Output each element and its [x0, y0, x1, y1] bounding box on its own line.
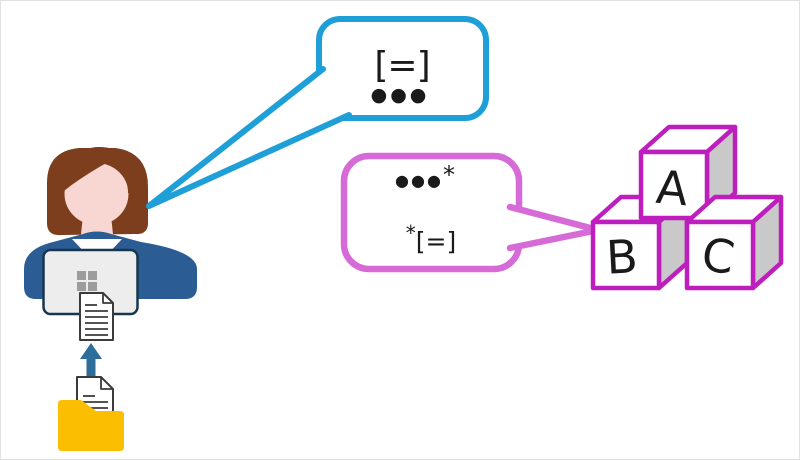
upload-document-fold	[100, 377, 113, 390]
blue-bubble-symbol: [=]	[374, 45, 429, 86]
document-lines	[85, 304, 108, 336]
up-arrow-icon	[80, 343, 102, 384]
speech-bubble-blue-tail	[146, 66, 352, 209]
document-fold	[102, 293, 113, 304]
block-a-label: A	[654, 160, 691, 217]
pink-bubble-line2: *[=]	[406, 221, 456, 256]
windows-logo-icon	[77, 271, 97, 291]
speech-bubble-pink-icon: ●●●* *[=]	[340, 152, 602, 273]
pink-bubble-line1: ●●●*	[395, 161, 455, 190]
laptop-icon	[42, 248, 139, 316]
block-c: C	[684, 194, 784, 291]
speech-bubble-pink-tail	[506, 203, 602, 252]
folder-icon	[58, 400, 124, 451]
toy-blocks-icon: B A C	[590, 124, 784, 291]
blue-bubble-dots: ●●●	[371, 84, 430, 106]
block-b-label: B	[605, 229, 639, 285]
speech-bubble-blue-icon: [=] ●●●	[146, 16, 489, 209]
hair-bangs	[64, 147, 137, 193]
document-icon	[79, 292, 114, 341]
